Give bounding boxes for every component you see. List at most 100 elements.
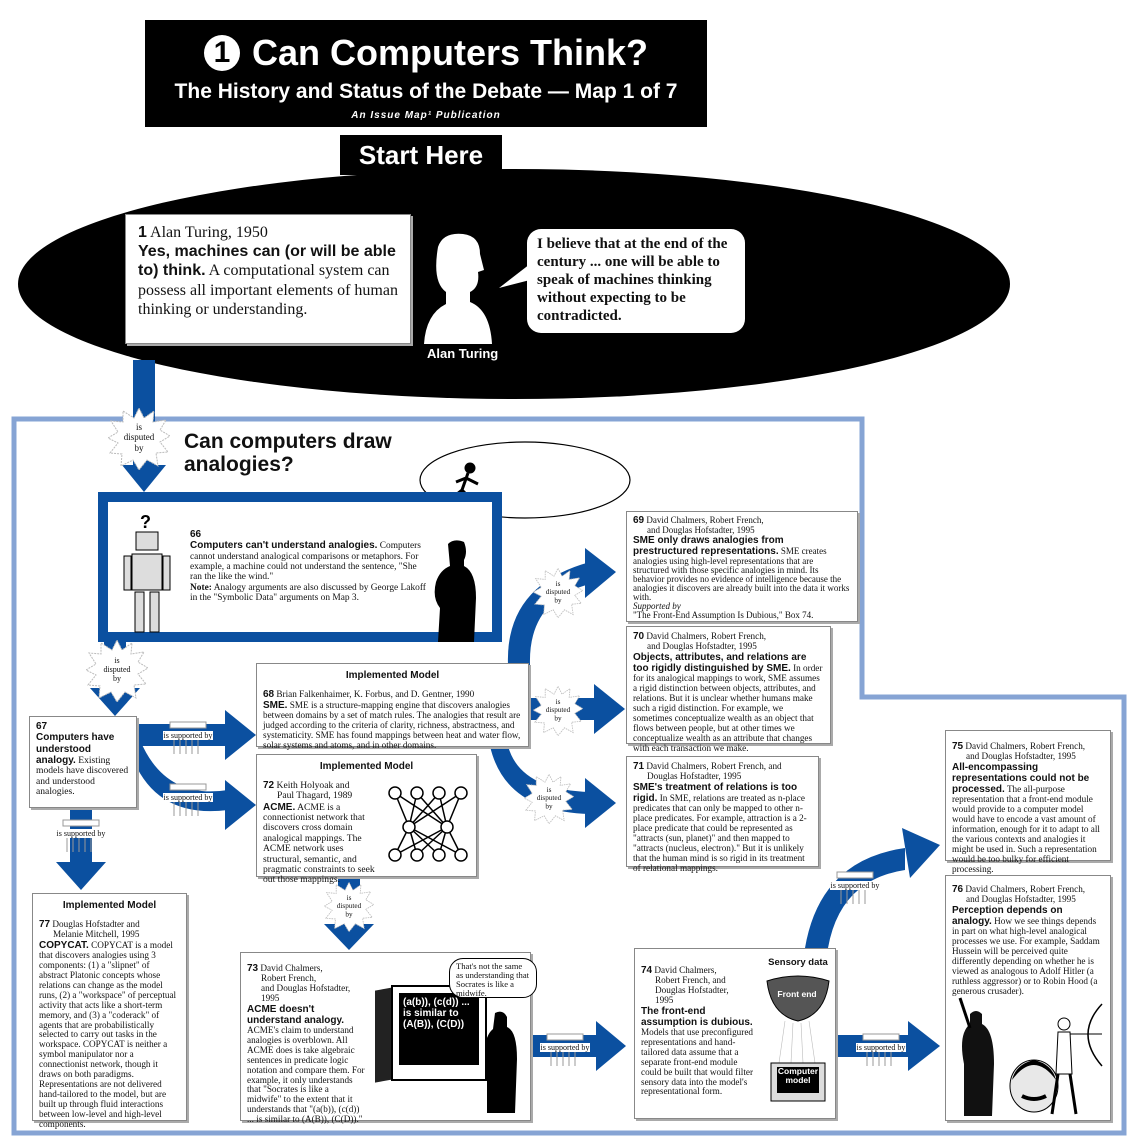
author2: Douglas Hofstadter, 1995 (647, 771, 742, 781)
author2: Paul Thagard, 1989 (277, 790, 353, 802)
1: disputed (545, 587, 571, 596)
turing-silhouette-icon (424, 233, 492, 344)
1: disputed (536, 793, 562, 802)
is-supported-by-connector[interactable]: is supported by (158, 782, 218, 818)
2: by (134, 442, 144, 453)
author1: David Chalmers, Robert French, (644, 515, 764, 525)
is-supported-by-connector[interactable]: is supported by (158, 720, 218, 756)
1: disputed (545, 705, 571, 714)
body: ACME is a connectionist network that dis… (263, 801, 375, 886)
is-supported-by-connector[interactable]: is supported by (534, 1032, 596, 1068)
0: is (346, 893, 352, 902)
body: ACME's claim to understand analogies is … (247, 1024, 365, 1125)
claim: The front-end assumption is dubious. (641, 1005, 753, 1028)
implemented-model-header: Implemented Model (345, 670, 440, 681)
author1: David Chalmers, Robert French, (963, 884, 1086, 894)
claim-box-1[interactable]: 1 Alan Turing, 1950 Yes, machines can (o… (125, 214, 411, 344)
number: 72 (263, 780, 275, 791)
claim-box-76[interactable]: 76 David Chalmers, Robert French,and Dou… (945, 875, 1111, 1121)
map-number-badge: 1 (203, 35, 240, 71)
robot-icon: ? (123, 512, 171, 633)
author1: Douglas Hofstadter and (50, 919, 140, 929)
claim: All-encompassing representations could n… (952, 761, 1090, 795)
robot-mark: ? (140, 512, 151, 532)
0: is (555, 697, 561, 706)
number: 75 (952, 741, 964, 752)
author3: and Douglas Hofstadter, (261, 982, 351, 993)
author1: Keith Holyoak and (274, 780, 350, 791)
arrow-head (594, 684, 625, 734)
arrow-curve (805, 848, 905, 948)
supported: is supported by (539, 1043, 591, 1052)
author1: David Chalmers, (652, 965, 717, 975)
author: Alan Turing, 1950 (150, 224, 268, 241)
claim-box-69[interactable]: 69 David Chalmers, Robert French,and Dou… (626, 511, 858, 622)
author2: and Douglas Hofstadter, 1995 (966, 894, 1076, 904)
author2: and Douglas Hofstadter, 1995 (647, 641, 757, 651)
arrow-head (56, 862, 106, 890)
claim-box-73[interactable]: 73 David Chalmers,Robert French,and Doug… (240, 952, 537, 1125)
body: A computational system can possess all i… (138, 262, 398, 318)
monitor-icon: (a(b)), (c(d)) ... is similar to (A(B)),… (391, 985, 487, 1081)
implemented-model-header: Implemented Model (62, 900, 157, 911)
speech-tail (499, 264, 530, 288)
author2: Melanie Mitchell, 1995 (53, 929, 140, 939)
claim: SME. (263, 700, 288, 711)
author2: and Douglas Hofstadter, 1995 (966, 751, 1076, 761)
number: 1 (138, 224, 147, 241)
author1: David Chalmers, Robert French, and (644, 761, 782, 771)
number: 77 (39, 919, 51, 930)
claim: Yes, machines can (or will be able to) t… (138, 243, 396, 280)
strainer-computer-icon (766, 975, 830, 1102)
0: is (555, 579, 561, 588)
number: 71 (633, 761, 645, 772)
is-supported-by-connector[interactable]: is supported by (50, 818, 112, 854)
supported: is supported by (855, 1043, 907, 1052)
claim-box-70[interactable]: 70 David Chalmers, Robert French,and Dou… (626, 626, 831, 752)
body: SME is a structure-mapping engine that d… (263, 700, 521, 750)
body: In SME, relations are treated as n-place… (633, 792, 807, 873)
author2: Robert French, and (655, 975, 726, 985)
publisher-line: An Issue Map¹ Publication (351, 110, 501, 121)
supported: is supported by (829, 881, 881, 890)
turing-quote-bubble: I believe that at the end of the century… (527, 229, 745, 333)
body: Computers cannot understand analogical c… (190, 541, 421, 583)
claim-box-75[interactable]: 75 David Chalmers, Robert French,and Dou… (945, 730, 1111, 873)
author4: 1995 (655, 994, 674, 1005)
claim: ACME. (263, 801, 296, 813)
supported-ref: "The Front-End Assumption Is Dubious," B… (633, 610, 814, 620)
claim: SME's treatment of relations is too rigi… (633, 781, 798, 804)
computer-model-label: Computer model (777, 1066, 819, 1085)
front-end-label: Front end (777, 989, 817, 999)
map-subtitle: The History and Status of the Debate — M… (174, 80, 678, 103)
arrow-head (902, 828, 940, 878)
is-supported-by-connector[interactable]: is supported by (850, 1032, 912, 1068)
1: disputed (103, 665, 131, 675)
body: Existing models have discovered and unde… (36, 755, 129, 798)
author1: David Chalmers, (258, 963, 323, 973)
number: 68 (263, 689, 275, 700)
2: by (545, 801, 553, 810)
claim-box-66[interactable]: ? 66 Computers can't understand analogie… (98, 492, 502, 642)
body: SME creates analogies using high-level r… (633, 546, 850, 602)
is-supported-by-connector[interactable]: is supported by (824, 870, 886, 906)
claim: Computers have understood analogy. (36, 732, 115, 767)
claim-box-68[interactable]: Implemented Model 68 Brian Falkenhaimer,… (256, 663, 529, 750)
arrow-head (122, 465, 166, 492)
start-here-label: Start Here (340, 135, 502, 175)
body: Models that use preconfigured representa… (641, 1026, 754, 1097)
claim-box-77[interactable]: Implemented Model 77 Douglas Hofstadter … (32, 893, 187, 1129)
author1: David Chalmers, Robert French, (644, 631, 767, 641)
person-silhouette-icon (485, 1011, 517, 1113)
